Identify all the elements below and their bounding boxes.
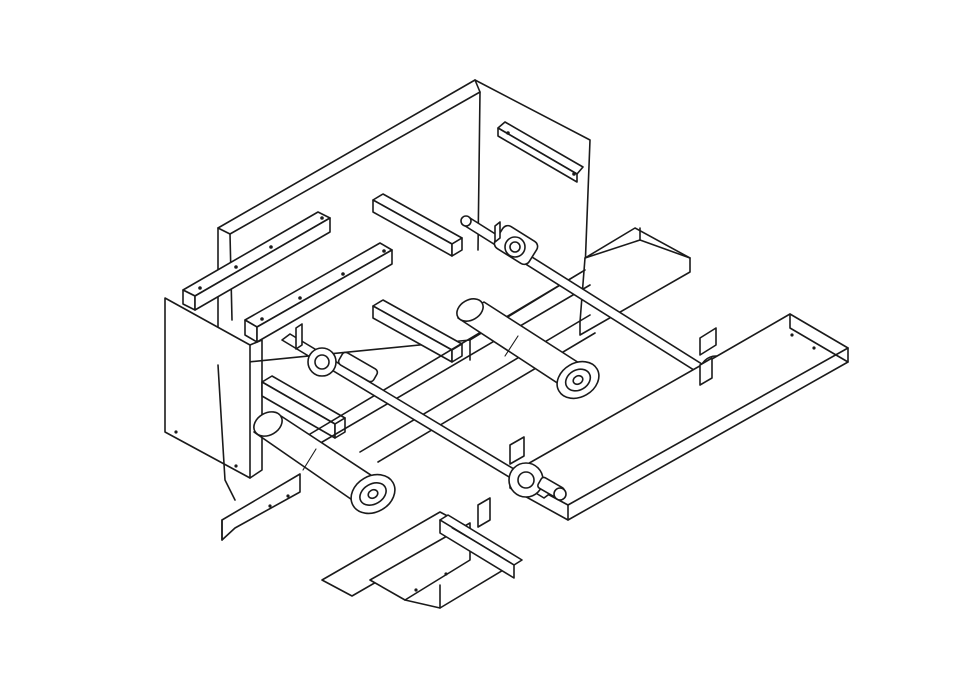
rear-mounting-bracket xyxy=(497,121,584,183)
rear-right-tray xyxy=(579,227,691,336)
left-side-panel xyxy=(164,297,263,479)
front-shaft-coupling xyxy=(295,323,379,383)
middle-guide-bar xyxy=(372,299,463,363)
left-base-foot xyxy=(221,473,301,541)
lower-base-frame xyxy=(217,339,471,501)
lower-roller xyxy=(253,411,396,515)
front-shaft-end-coupling xyxy=(508,436,567,501)
front-bottom-tray xyxy=(321,511,511,609)
tray-support-bracket xyxy=(477,357,713,528)
upper-cross-bar-front xyxy=(244,242,393,343)
rear-guide-bar xyxy=(372,193,463,257)
lower-guide-bar xyxy=(261,375,346,439)
rear-shaft-coupling xyxy=(493,221,539,266)
upper-cross-bar-left xyxy=(182,211,331,311)
upper-roller xyxy=(456,298,600,400)
front-slider-bracket xyxy=(439,514,523,579)
